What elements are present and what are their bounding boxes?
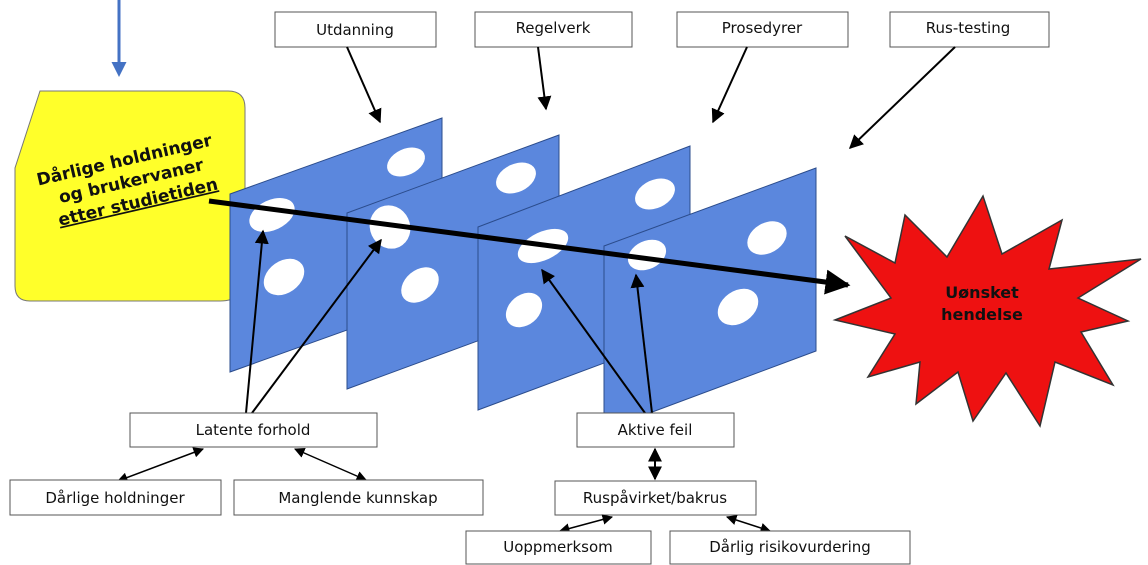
holdninger-text: Dårlige holdninger: [45, 489, 185, 507]
start-box: Dårlige holdninger og brukervaner etter …: [14, 90, 246, 302]
layer-label-prosedyrer: Prosedyrer: [676, 11, 849, 48]
uoppmerksom-box: Uoppmerksom: [465, 530, 652, 565]
cheese-slice-4: [603, 167, 817, 431]
rus-text: Ruspåvirket/bakrus: [583, 489, 727, 507]
layer-label-rustesting-text: Rus-testing: [926, 19, 1011, 37]
arrow-prosedyrer: [711, 46, 748, 124]
outcome-line2: hendelse: [941, 305, 1023, 324]
active-box: Aktive feil: [576, 412, 735, 448]
arrow-rustesting: [848, 46, 956, 149]
arrow-rus-risiko: [726, 514, 771, 534]
arrow-latent-kunnskap: [294, 447, 367, 482]
layer-label-utdanning-text: Utdanning: [316, 21, 394, 39]
uoppmerksom-text: Uoppmerksom: [503, 538, 613, 556]
layer-label-utdanning: Utdanning: [274, 11, 437, 48]
active-text: Aktive feil: [618, 421, 693, 439]
holdninger-box: Dårlige holdninger: [9, 479, 222, 516]
arrow-latent-1: [245, 229, 269, 414]
latent-box: Latente forhold: [129, 412, 378, 448]
layer-label-prosedyrer-text: Prosedyrer: [722, 19, 803, 37]
arrow-latent-holdninger: [117, 447, 204, 483]
outcome-line1: Uønsket: [945, 283, 1019, 302]
arrow-regelverk: [537, 46, 552, 111]
layer-label-regelverk-text: Regelverk: [516, 19, 591, 37]
arrow-latent-2: [251, 238, 382, 414]
risiko-text: Dårlig risikovurdering: [709, 538, 871, 556]
layer-label-rustesting: Rus-testing: [889, 11, 1050, 48]
kunnskap-text: Manglende kunnskap: [278, 489, 437, 507]
arrow-utdanning: [346, 46, 382, 124]
rus-box: Ruspåvirket/bakrus: [554, 480, 757, 516]
risiko-box: Dårlig risikovurdering: [669, 530, 911, 565]
kunnskap-box: Manglende kunnskap: [233, 479, 484, 516]
outcome-explosion: Uønsket hendelse: [832, 194, 1142, 428]
layer-label-regelverk: Regelverk: [474, 11, 633, 48]
trajectory-arrow: [208, 198, 851, 295]
arrow-active-1: [541, 268, 646, 414]
arrow-active-2: [630, 273, 653, 414]
arrow-rus-uoppmerksom: [558, 514, 614, 534]
latent-text: Latente forhold: [196, 421, 311, 439]
